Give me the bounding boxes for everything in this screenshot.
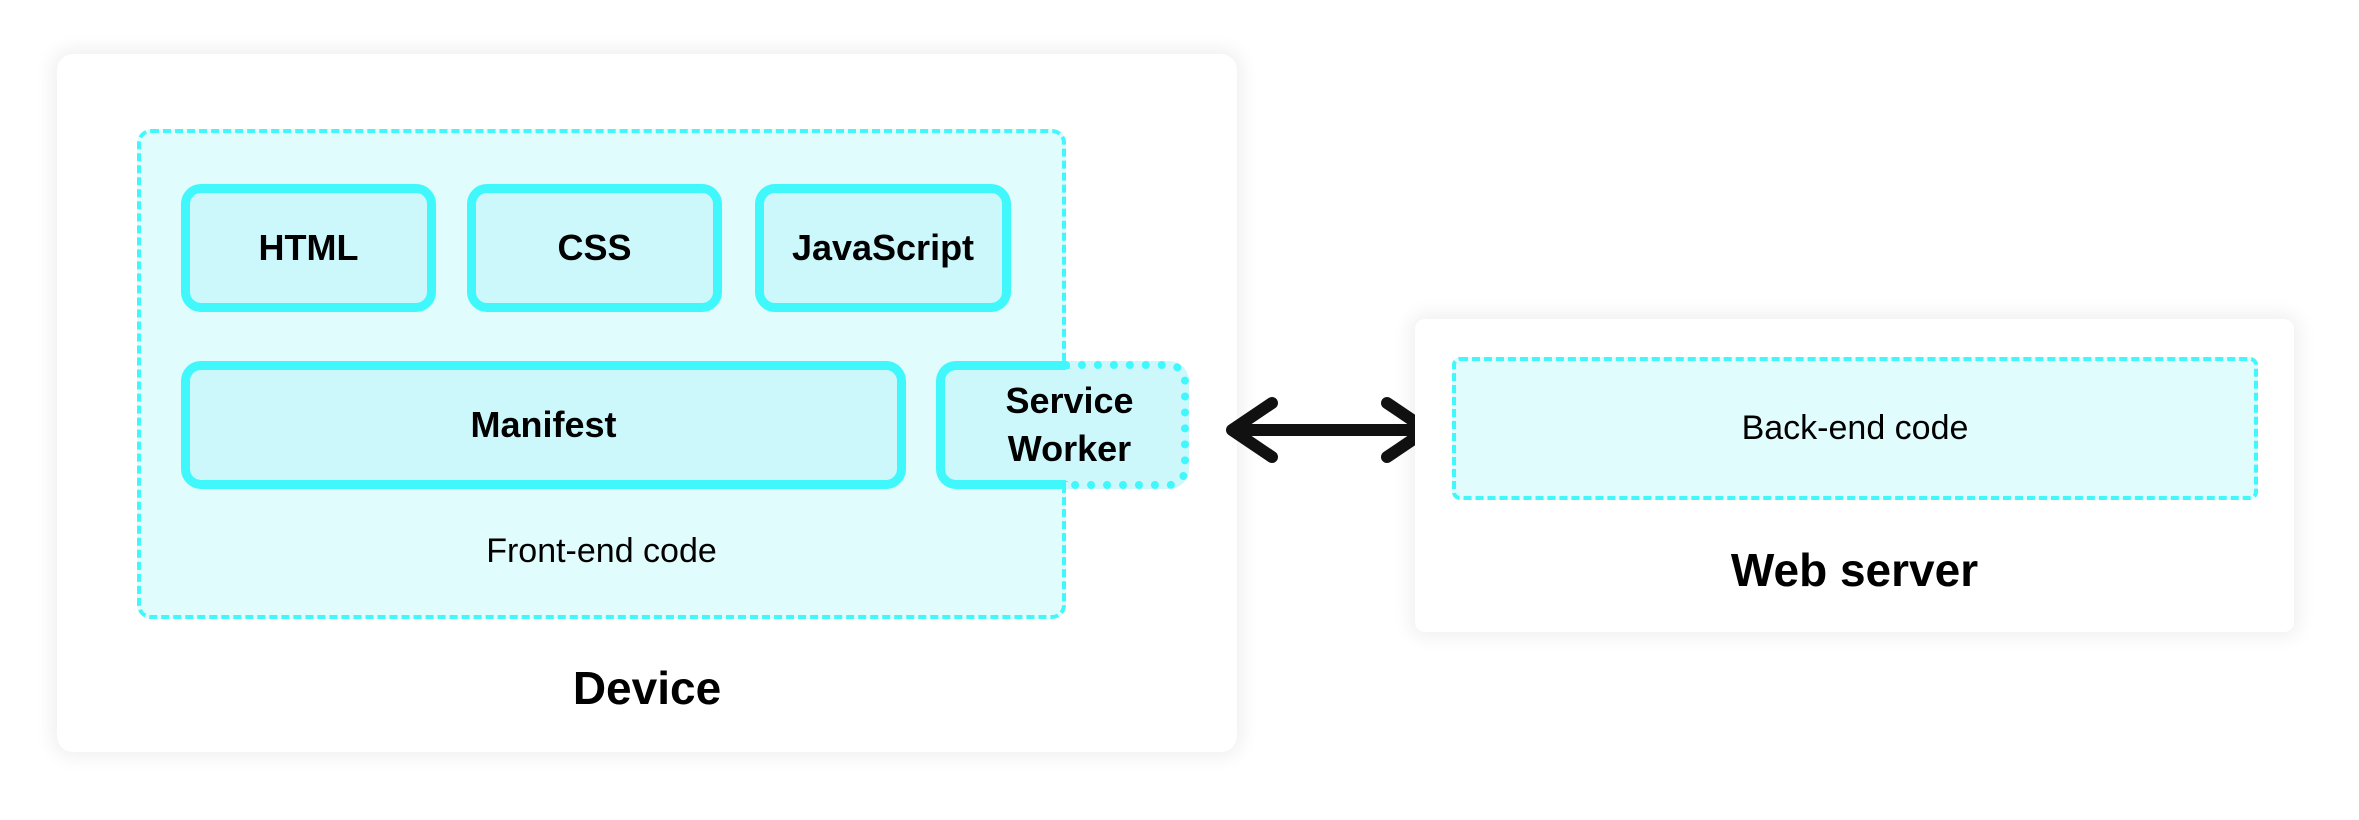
frontend-code-label: Front-end code — [486, 531, 717, 570]
service-worker-inner-part — [936, 361, 1067, 489]
service-worker-block: Service Worker — [936, 361, 1189, 489]
service-worker-line1: Service — [1005, 380, 1134, 421]
html-block: HTML — [181, 184, 436, 312]
css-block: CSS — [467, 184, 722, 312]
backend-code-region: Back-end code — [1452, 357, 2258, 500]
javascript-block: JavaScript — [755, 184, 1011, 312]
web-server-title: Web server — [1730, 544, 1979, 596]
manifest-block: Manifest — [181, 361, 906, 489]
device-title: Device — [572, 662, 722, 714]
double-arrow-icon — [1226, 397, 1433, 463]
service-worker-line2: Worker — [1007, 428, 1132, 469]
backend-code-label: Back-end code — [1741, 409, 1969, 447]
service-worker-outer-part — [1066, 361, 1189, 489]
service-worker-label: Service Worker — [936, 361, 1189, 489]
